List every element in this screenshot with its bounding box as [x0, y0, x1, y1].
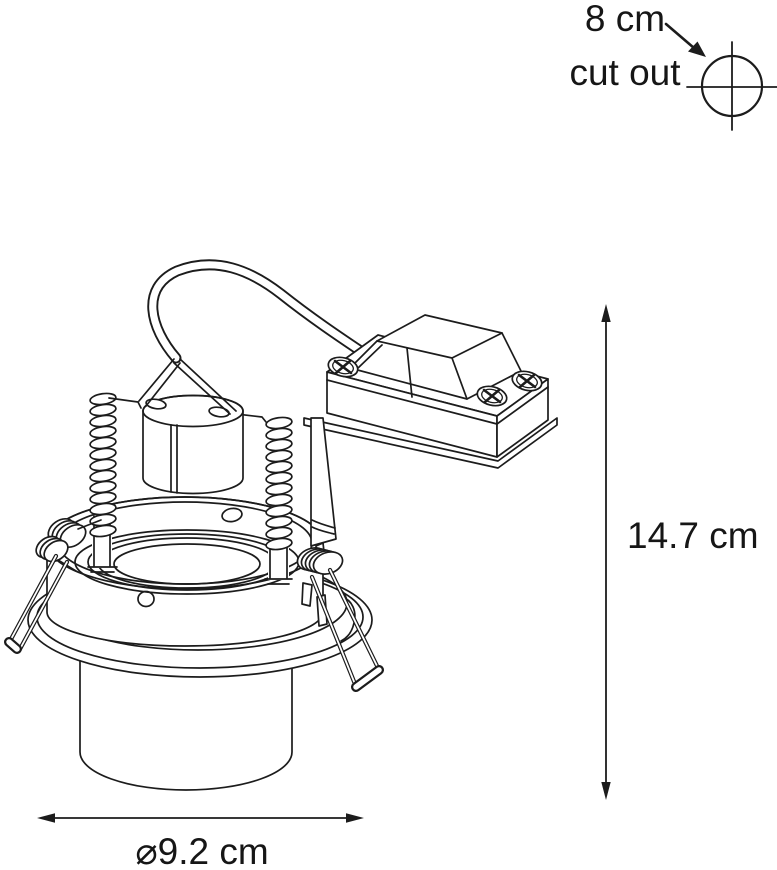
arrow-left-icon — [37, 813, 55, 823]
coil-spring-left — [89, 392, 142, 538]
transformer-box — [303, 314, 558, 469]
cutout-text-label: cut out — [569, 52, 681, 93]
height-label: 14.7 cm — [627, 515, 759, 556]
arrow-diagonal-icon — [688, 41, 706, 57]
wall-hole — [137, 590, 155, 608]
screw — [327, 356, 359, 378]
arrow-down-icon — [601, 782, 611, 800]
screw — [511, 370, 543, 392]
recessed-housing-tube — [79, 651, 293, 791]
arrow-up-icon — [601, 304, 611, 322]
spring-clip-left — [4, 517, 102, 654]
hanger-wire — [138, 358, 237, 415]
lamp-holder — [142, 394, 244, 495]
rim-hole — [221, 507, 243, 523]
cutout-annotation — [664, 22, 777, 131]
cutout-size-label: 8 cm — [584, 0, 666, 39]
diameter-dimension — [37, 813, 364, 823]
mounting-flange — [303, 417, 558, 469]
arrow-right-icon — [346, 813, 364, 823]
screw — [476, 385, 508, 407]
spring-clip-right — [296, 547, 384, 692]
supply-cable — [147, 259, 374, 364]
diameter-label: ⌀9.2 cm — [135, 831, 269, 870]
height-dimension — [601, 304, 611, 800]
coil-spring-right — [227, 412, 293, 551]
